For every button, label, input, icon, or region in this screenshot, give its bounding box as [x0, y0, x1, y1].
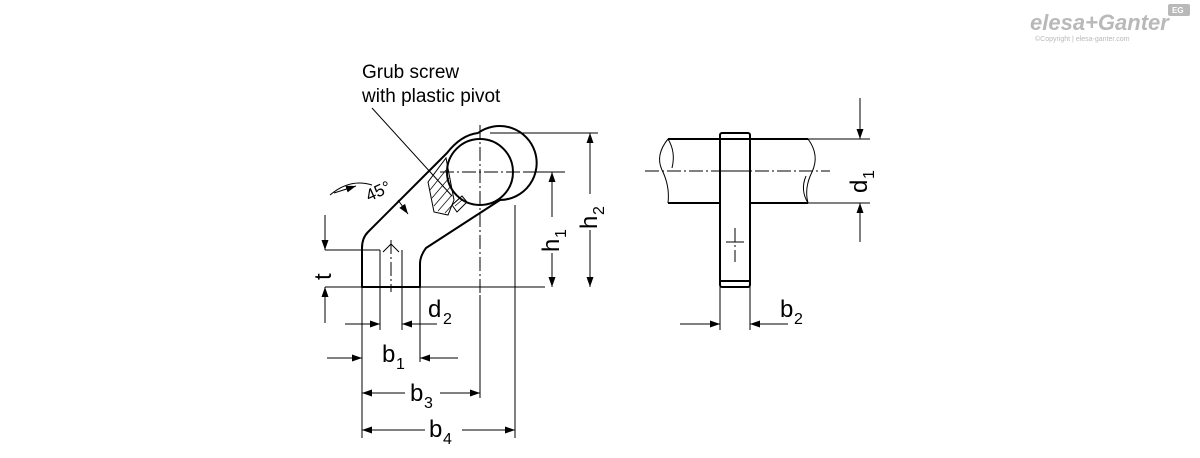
shaft-break-left — [659, 138, 669, 204]
h2-main: h — [576, 216, 603, 229]
h1-sub: 1 — [553, 229, 570, 238]
dim-t-label: t — [310, 273, 337, 280]
angle-arc — [329, 182, 373, 196]
clamp-body-outline — [361, 125, 538, 288]
h1-main: h — [538, 239, 565, 252]
logo-text: elesa+Ganter — [1030, 10, 1170, 35]
dim-h1-label: h 1 — [538, 217, 570, 253]
annotation-leader — [371, 107, 453, 197]
shaft-break-left-inner — [667, 138, 674, 169]
dim-h2-label: h 2 — [576, 194, 608, 230]
brand-logo: elesa+Ganter EG ©Copyright | elesa-gante… — [1030, 4, 1190, 43]
dim-b1-main: b — [382, 341, 395, 368]
dim-b3-sub: 3 — [424, 395, 433, 412]
dim-b4-sub: 4 — [443, 431, 452, 448]
plastic-pivot — [451, 195, 468, 213]
dim-b2-sub: 2 — [794, 311, 803, 328]
dim-b1-sub: 1 — [396, 356, 405, 373]
dim-d1-label: d 1 — [846, 170, 878, 193]
front-view: d 1 b 2 — [645, 98, 878, 330]
angle-label: 45° — [363, 177, 394, 205]
d1-sub: 1 — [861, 170, 878, 179]
angle-arrow-2 — [397, 199, 409, 215]
dim-b4-main: b — [429, 416, 442, 443]
section-hatch — [427, 156, 468, 216]
clamp-front-outline — [719, 132, 751, 288]
annotation-line-2: with plastic pivot — [361, 86, 501, 107]
dim-d2-sub: 2 — [443, 311, 452, 328]
shaft-break-right-inner — [802, 175, 809, 204]
h2-sub: 2 — [591, 206, 608, 215]
screw-tip — [382, 243, 400, 253]
angle-arrow-1 — [333, 185, 357, 194]
annotation-line-1: Grub screw — [362, 62, 459, 83]
dim-b3-main: b — [410, 380, 423, 407]
shaft-break-right — [806, 138, 816, 204]
side-view: Grub screw with plastic pivot 45° t h 1 — [310, 62, 608, 448]
logo-badge-icon — [1168, 4, 1190, 16]
logo-copyright: ©Copyright | elesa-ganter.com — [1035, 35, 1130, 43]
d1-main: d — [846, 180, 873, 193]
dim-b2-main: b — [780, 296, 793, 323]
logo-badge-text: EG — [1172, 6, 1184, 15]
dim-d2-main: d — [428, 296, 441, 323]
